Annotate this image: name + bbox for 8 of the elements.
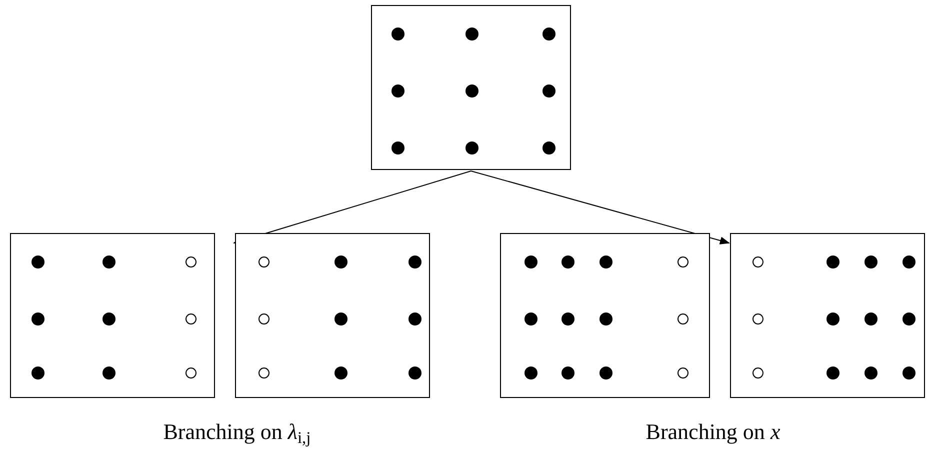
grid-box [10, 233, 215, 398]
grid-box [371, 5, 571, 170]
grid-box [730, 233, 925, 398]
caption-label: Branching on λ$_{i,j}$ [163, 418, 311, 448]
arrow [470, 170, 730, 244]
grid-box [500, 233, 710, 398]
caption-label: Branching on x [646, 418, 780, 446]
grid-box [235, 233, 430, 398]
